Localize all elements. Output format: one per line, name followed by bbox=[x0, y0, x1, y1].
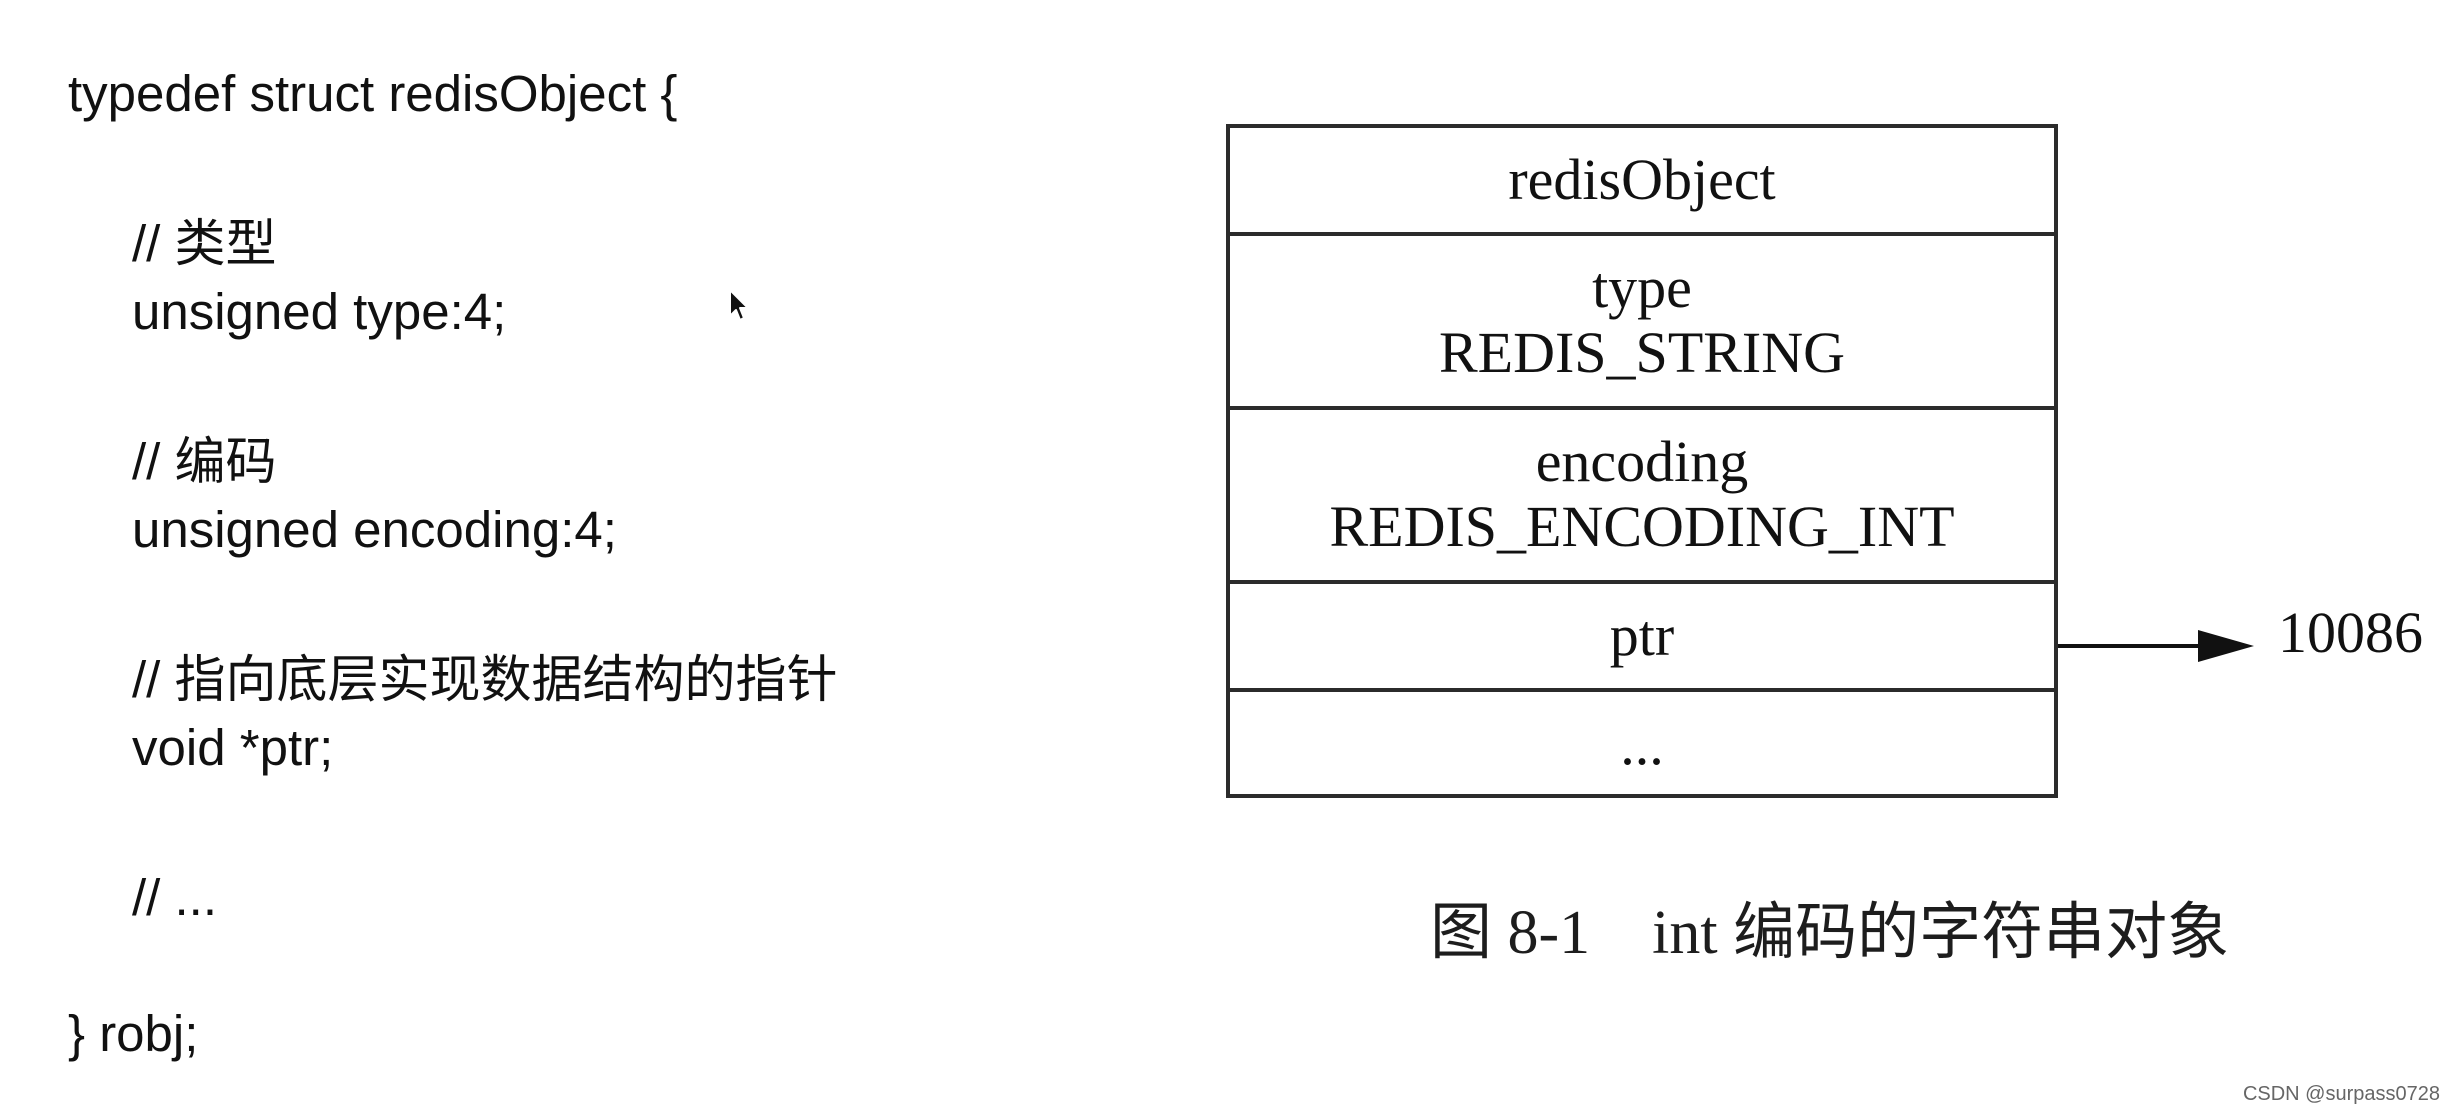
cell-encoding: encoding REDIS_ENCODING_INT bbox=[1230, 410, 2054, 584]
cell-ptr: ptr bbox=[1230, 584, 2054, 692]
redis-object-table: redisObject type REDIS_STRING encoding R… bbox=[1226, 124, 2058, 798]
cell-redis-object: redisObject bbox=[1230, 128, 2054, 236]
code-comment-ellipsis: // ... bbox=[132, 869, 218, 926]
figure-caption: 图 8-1 int 编码的字符串对象 bbox=[1430, 899, 2230, 967]
pointer-arrow-icon bbox=[2058, 630, 2254, 662]
cell-encoding-label: encoding bbox=[1535, 429, 1749, 495]
redis-object-diagram: redisObject type REDIS_STRING encoding R… bbox=[1220, 118, 2440, 1018]
cell-ptr-label: ptr bbox=[1609, 602, 1675, 668]
mouse-cursor-icon bbox=[729, 289, 749, 321]
watermark: CSDN @surpass0728 bbox=[2242, 1083, 2440, 1105]
code-line-ptr: void *ptr; bbox=[132, 719, 334, 776]
cell-ellipsis: ... bbox=[1230, 692, 2054, 798]
cell-redis-object-label: redisObject bbox=[1508, 146, 1776, 212]
code-line-type: unsigned type:4; bbox=[132, 283, 507, 340]
cell-type: type REDIS_STRING bbox=[1230, 236, 2054, 410]
code-comment-ptr: // 指向底层实现数据结构的指针 bbox=[132, 651, 838, 708]
code-comment-encoding: // 编码 bbox=[132, 433, 277, 490]
code-line-close: } robj; bbox=[68, 1005, 199, 1062]
pointer-target-value: 10086 bbox=[2278, 600, 2423, 665]
cell-encoding-value: REDIS_ENCODING_INT bbox=[1329, 494, 1955, 559]
code-comment-type: // 类型 bbox=[132, 215, 277, 272]
code-line-typedef: typedef struct redisObject { bbox=[68, 65, 678, 122]
cell-type-label: type bbox=[1592, 255, 1692, 321]
cell-ellipsis-label: ... bbox=[1620, 711, 1664, 777]
cell-type-value: REDIS_STRING bbox=[1438, 320, 1846, 385]
code-line-encoding: unsigned encoding:4; bbox=[132, 501, 617, 558]
